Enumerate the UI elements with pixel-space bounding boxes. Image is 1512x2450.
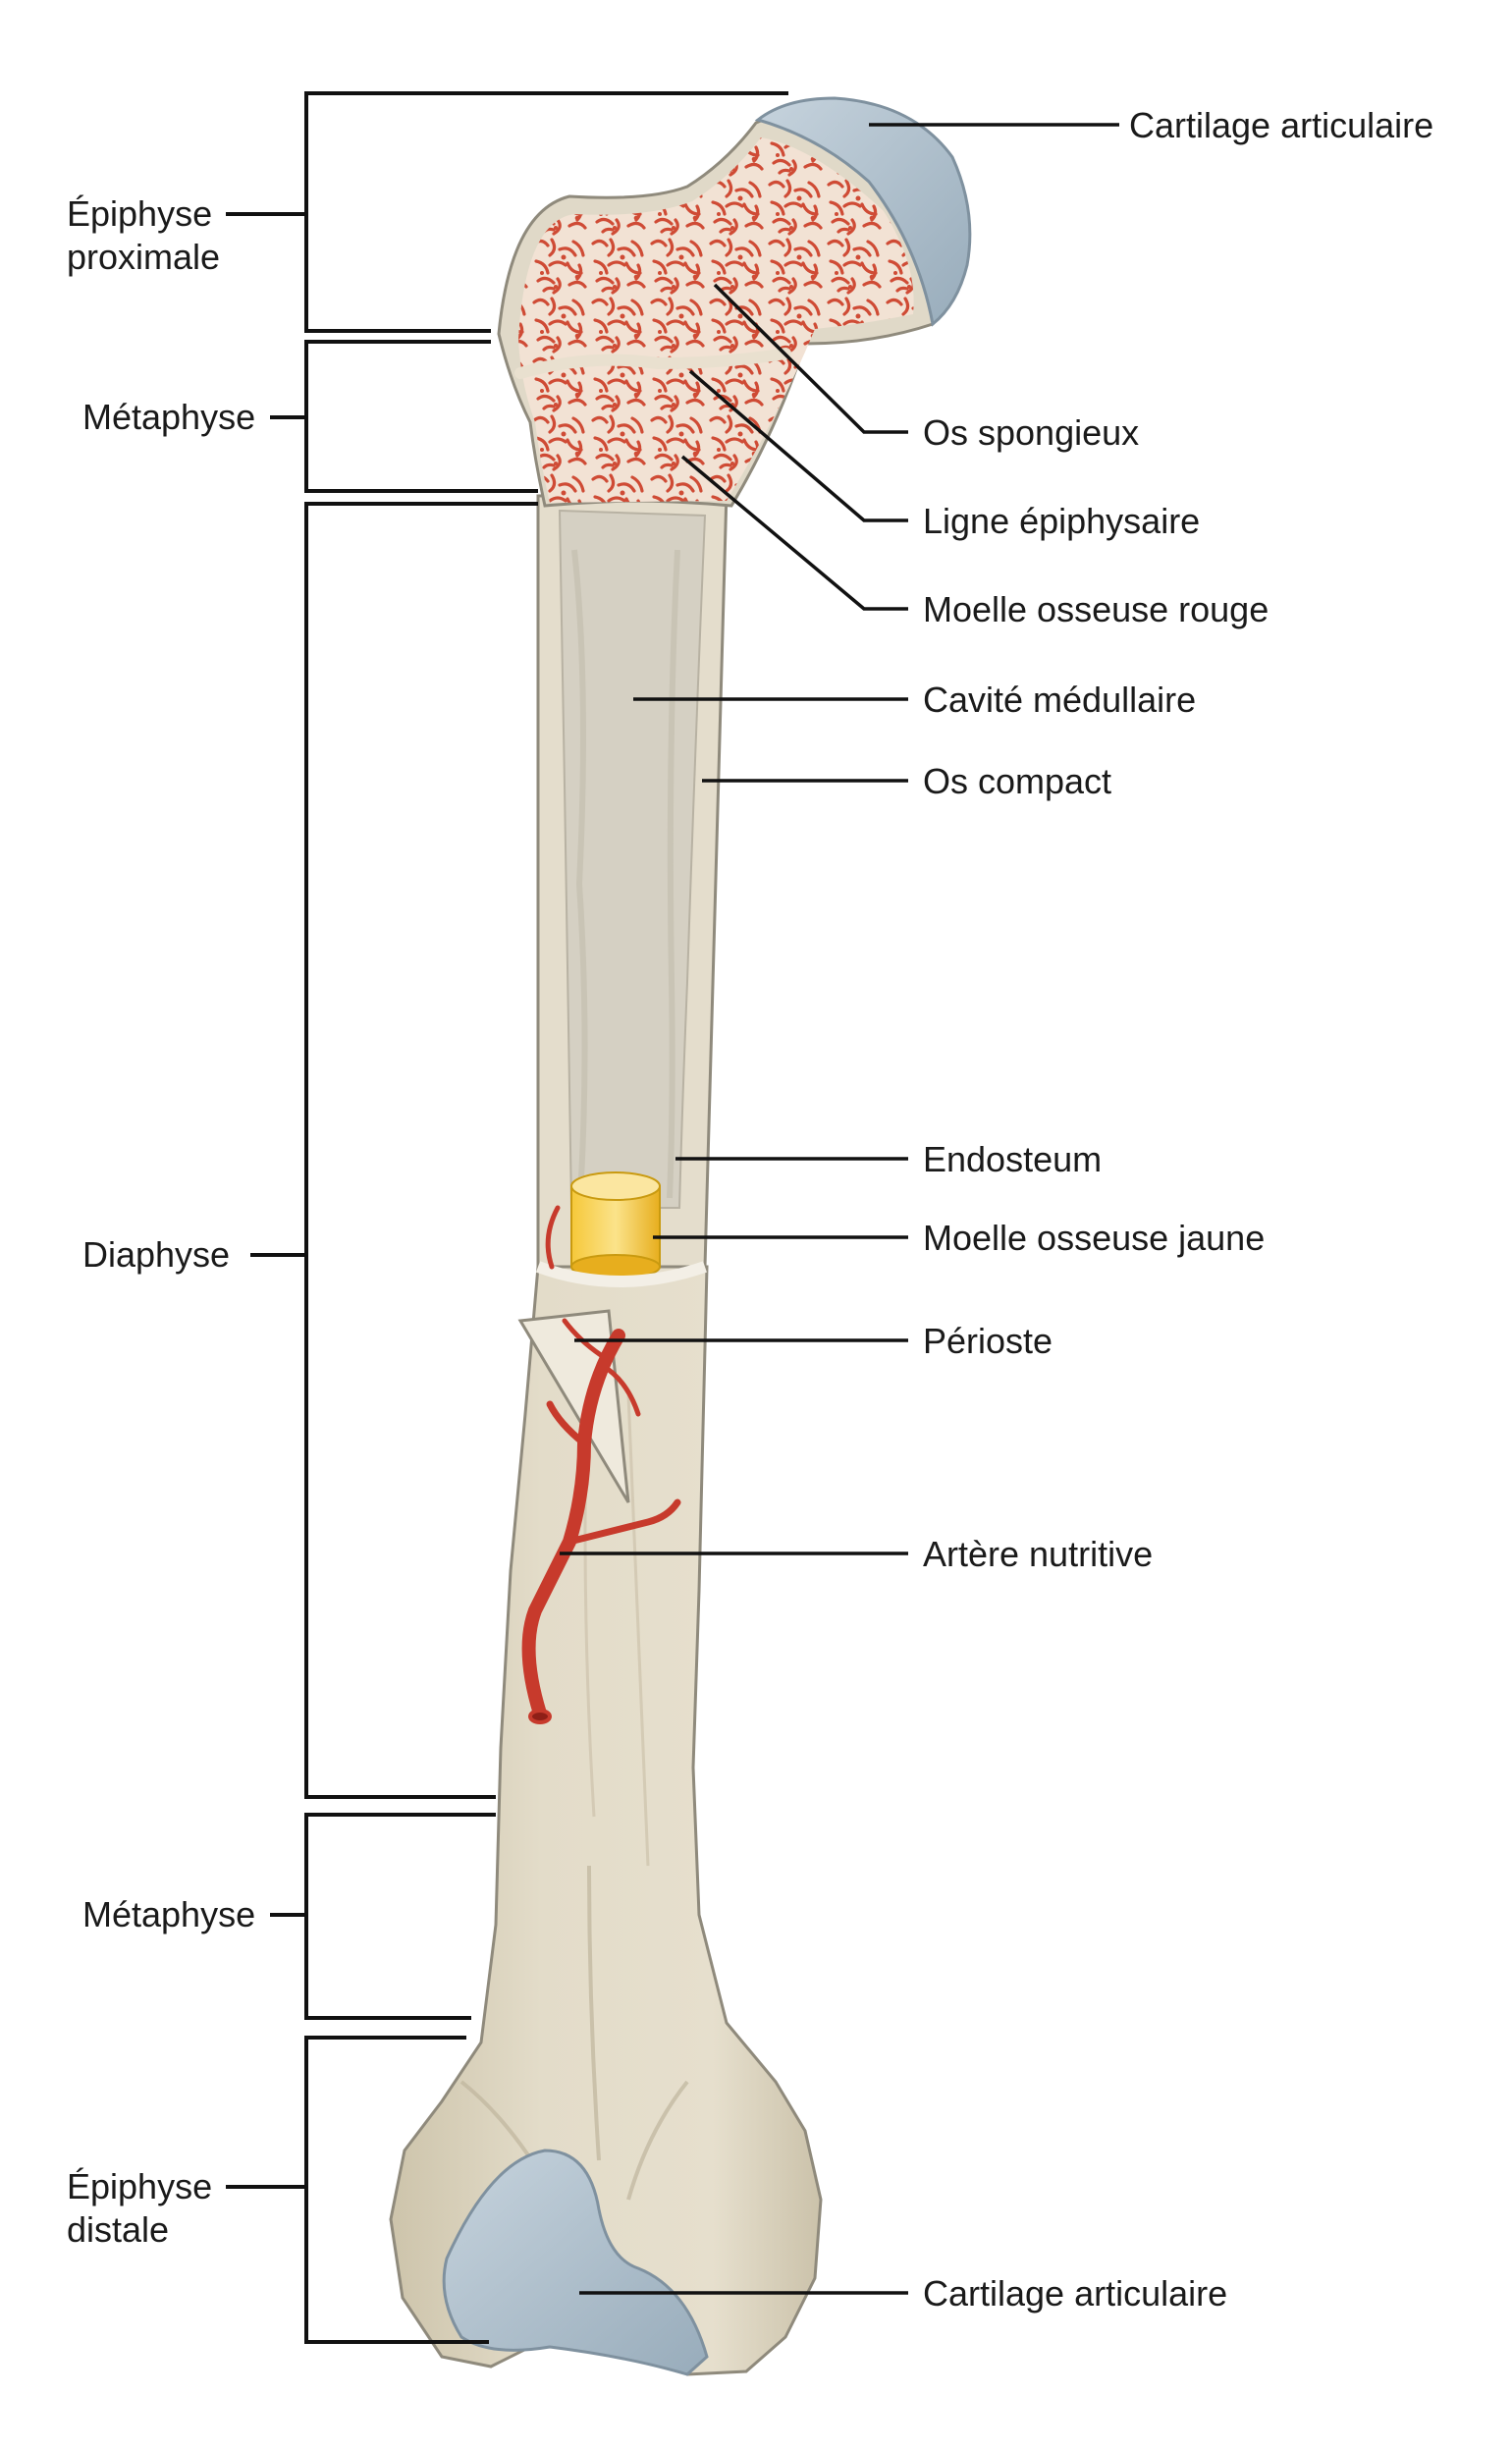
leader-moelle-rouge [680, 455, 908, 611]
left-brackets [226, 91, 788, 2344]
right-leader-lines [560, 123, 1119, 2295]
label-artere-nutritive: Artère nutritive [923, 1534, 1154, 1574]
label-epiphyse-proximale-line2: proximale [67, 237, 221, 277]
label-perioste: Périoste [923, 1321, 1053, 1361]
label-os-spongieux: Os spongieux [923, 412, 1140, 453]
label-cavite-medullaire: Cavité médullaire [923, 680, 1197, 720]
label-moelle-osseuse-rouge: Moelle osseuse rouge [923, 589, 1269, 629]
label-metaphyse-bottom: Métaphyse [82, 1894, 256, 1934]
leader-ligne-epiphysaire [688, 369, 908, 522]
label-metaphyse-top: Métaphyse [82, 397, 256, 437]
label-cartilage-articulaire-bottom: Cartilage articulaire [923, 2273, 1228, 2314]
label-ligne-epiphysaire: Ligne épiphysaire [923, 501, 1201, 541]
label-os-compact: Os compact [923, 761, 1112, 801]
label-endosteum: Endosteum [923, 1139, 1103, 1179]
yellow-marrow [570, 1171, 661, 1279]
bracket-diaphyse [304, 502, 538, 1799]
bone-illustration [389, 96, 972, 2376]
bracket-metaphyse-top [304, 340, 538, 493]
label-cartilage-articulaire-top: Cartilage articulaire [1129, 105, 1434, 145]
label-epiphyse-distale: Épiphyse distale [67, 2165, 212, 2252]
distal-articular-cartilage [442, 2149, 709, 2376]
label-epiphyse-proximale-line1: Épiphyse [67, 193, 213, 234]
bracket-epiphyse-distale [304, 2036, 489, 2344]
cut-rim [535, 1261, 707, 1287]
leader-os-spongieux [713, 283, 908, 434]
bracket-metaphyse-bottom [304, 1813, 496, 2020]
label-moelle-osseuse-jaune: Moelle osseuse jaune [923, 1218, 1266, 1258]
epiphyseal-line [514, 348, 791, 379]
label-diaphyse: Diaphyse [82, 1234, 231, 1275]
label-epiphyse-distale-line1: Épiphyse [67, 2166, 213, 2206]
label-epiphyse-distale-line2: distale [67, 2209, 170, 2250]
proximal-articular-cartilage [754, 96, 972, 327]
cavity-shading [571, 549, 680, 1199]
spongy-bone-region [518, 137, 914, 503]
label-epiphyse-proximale: Épiphyse proximale [67, 192, 220, 279]
medullary-cavity-shape [558, 509, 707, 1209]
